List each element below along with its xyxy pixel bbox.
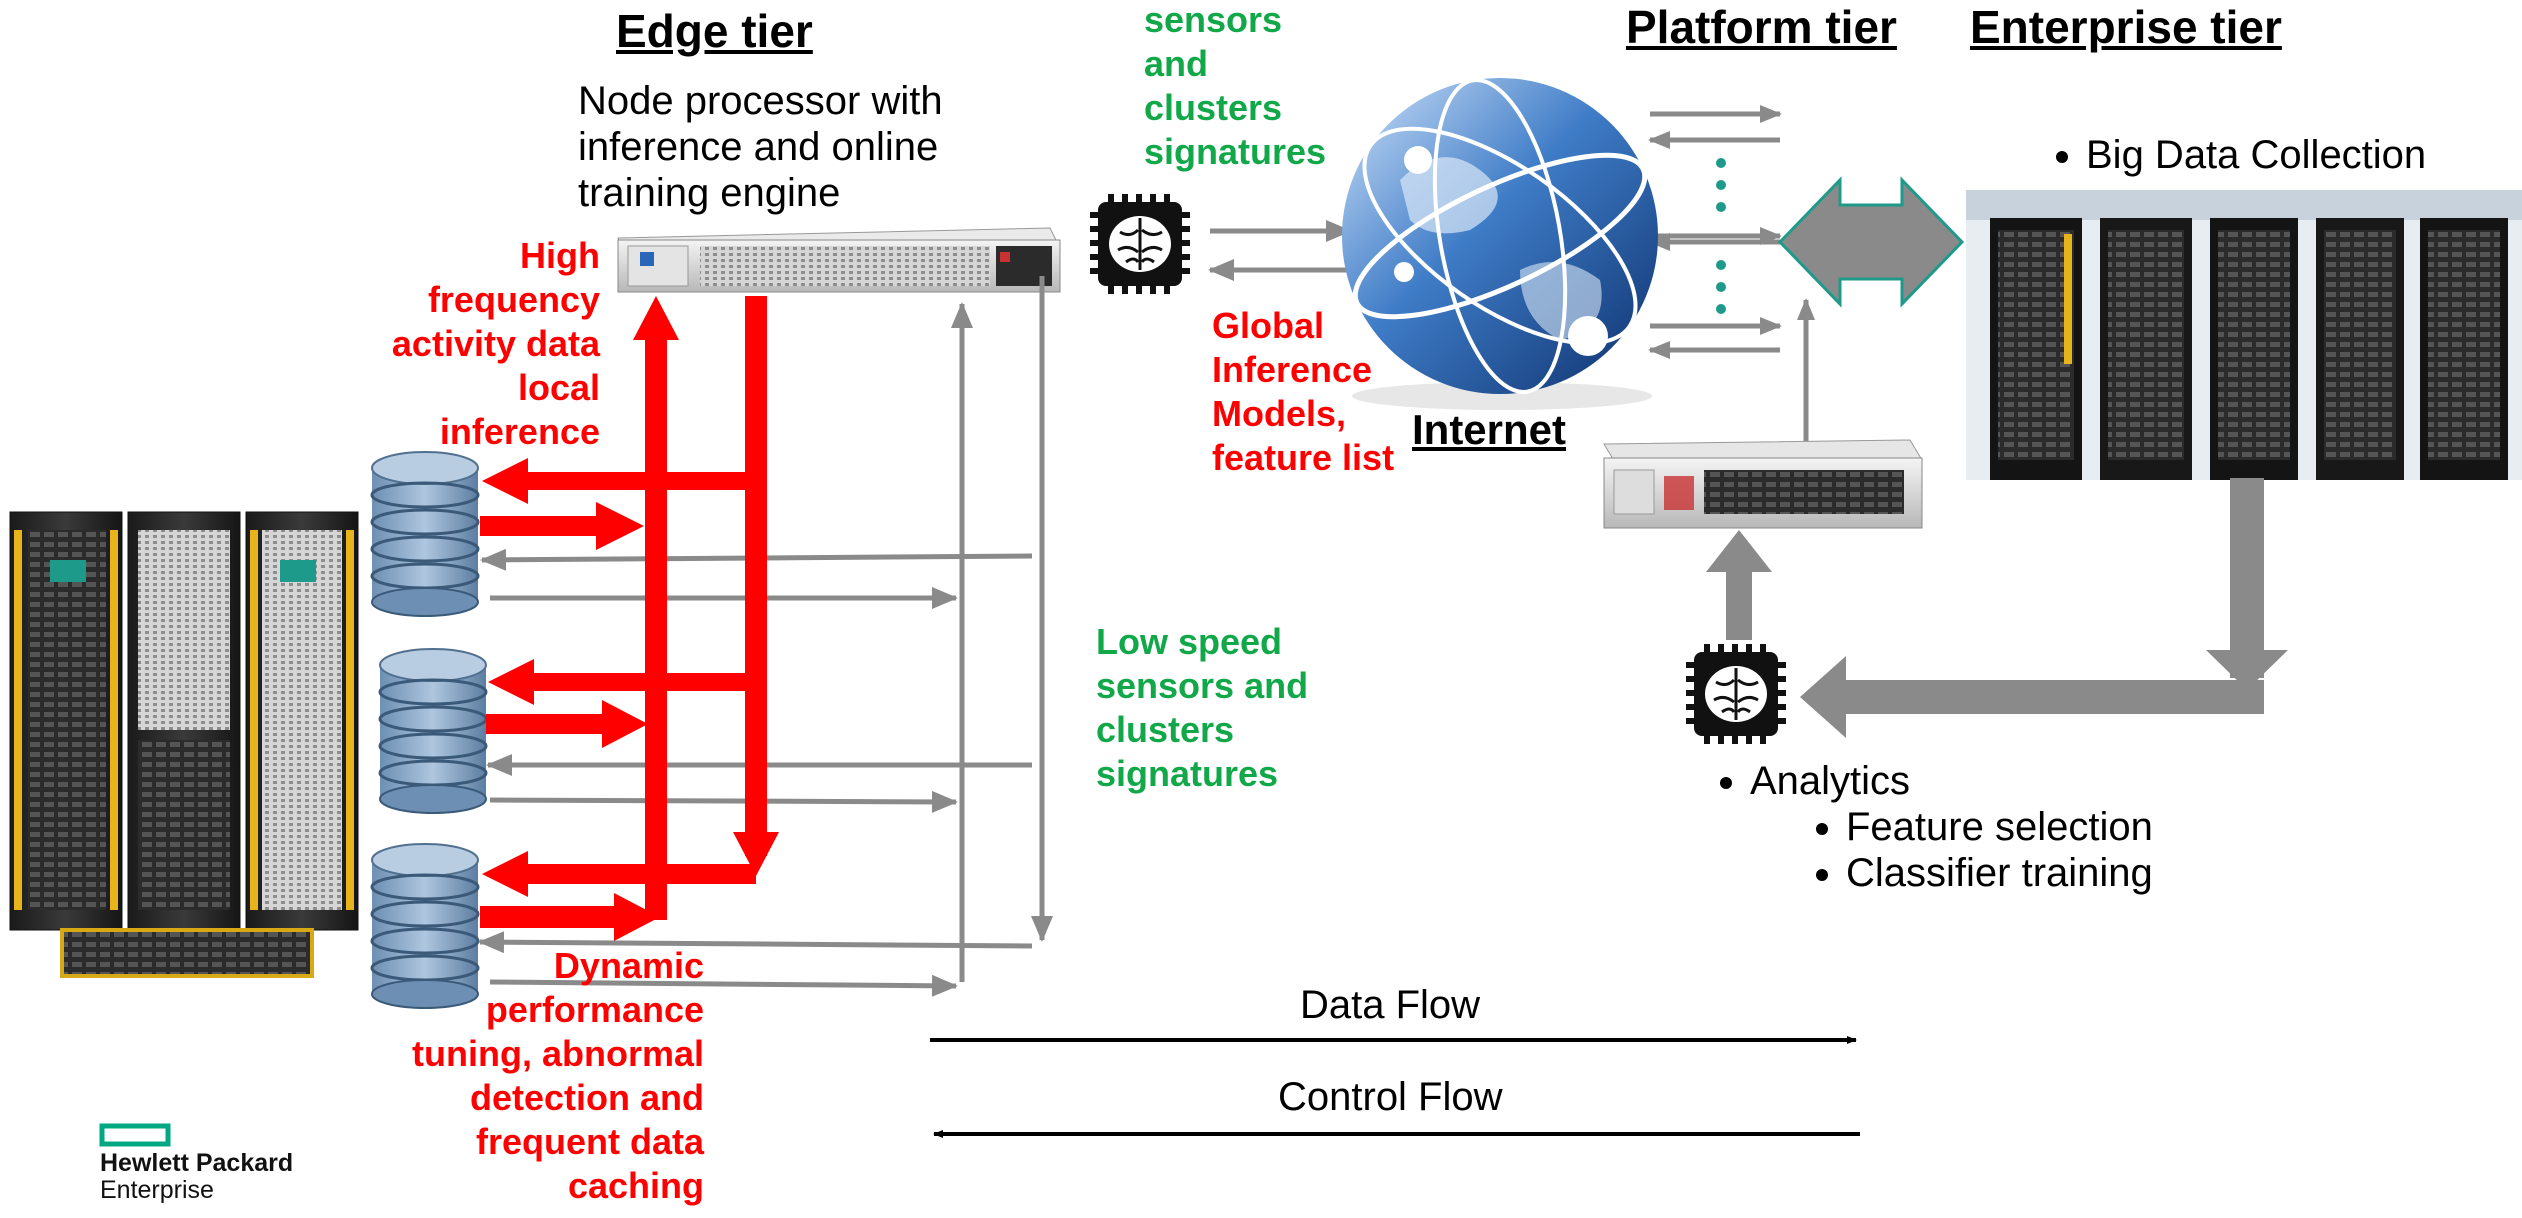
- platform-tier-title: Platform tier: [1626, 1, 1897, 53]
- hpe-logo-text: Hewlett Packard Enterprise: [100, 1149, 294, 1204]
- platform-server: [1603, 439, 1923, 529]
- low-speed-label: Low speed sensors and clusters signature…: [1096, 621, 1309, 794]
- enterprise-tier-title: Enterprise tier: [1970, 1, 2282, 53]
- enterprise-to-analytics-arrow: [1800, 478, 2288, 738]
- analytics-item: Analytics: [1750, 758, 1910, 804]
- hpe-logo-icon: [99, 1123, 171, 1147]
- edge-tier-title: Edge tier: [616, 5, 813, 57]
- ai-chip-brain-icon: [1090, 194, 1190, 294]
- globe-icon: [1342, 78, 1658, 410]
- storage-rack-icon: [9, 511, 359, 978]
- teal-dots: [1716, 158, 1726, 314]
- control-flow-label: Control Flow: [1278, 1075, 1503, 1119]
- dynamic-tuning-label: Dynamic performance tuning, abnormal det…: [412, 945, 704, 1206]
- sensors-top-label: sensors and clusters signatures: [1144, 0, 1327, 172]
- edge-node-server: [617, 227, 1061, 293]
- database-stack-3: [370, 843, 480, 1009]
- analytics-sub-item: Feature selection: [1846, 804, 2153, 850]
- analytics-to-platform-arrow: [1706, 530, 1772, 640]
- database-stack-1: [370, 451, 480, 617]
- high-frequency-label: High frequency activity data local infer…: [391, 235, 600, 452]
- analytics-list: Analytics: [1750, 758, 1910, 804]
- edge-node-description: Node processor with inference and online…: [578, 79, 943, 215]
- database-stack-2: [378, 648, 488, 814]
- internet-label: Internet: [1412, 406, 1567, 453]
- ai-chip-brain-icon: [1686, 644, 1786, 744]
- edge-gray-arrows: [478, 105, 1815, 997]
- datacenter-racks-icon: [1966, 190, 2522, 480]
- bidirectional-hex-arrow: [1777, 176, 1965, 308]
- big-data-list: Big Data Collection: [2086, 132, 2426, 178]
- big-data-item: Big Data Collection: [2086, 132, 2426, 178]
- analytics-sub-list: Feature selection Classifier training: [1846, 804, 2153, 896]
- data-flow-label: Data Flow: [1300, 983, 1481, 1027]
- edge-red-arrows: [480, 296, 779, 941]
- global-inference-label: Global Inference Models, feature list: [1212, 305, 1395, 478]
- analytics-sub-item: Classifier training: [1846, 850, 2153, 896]
